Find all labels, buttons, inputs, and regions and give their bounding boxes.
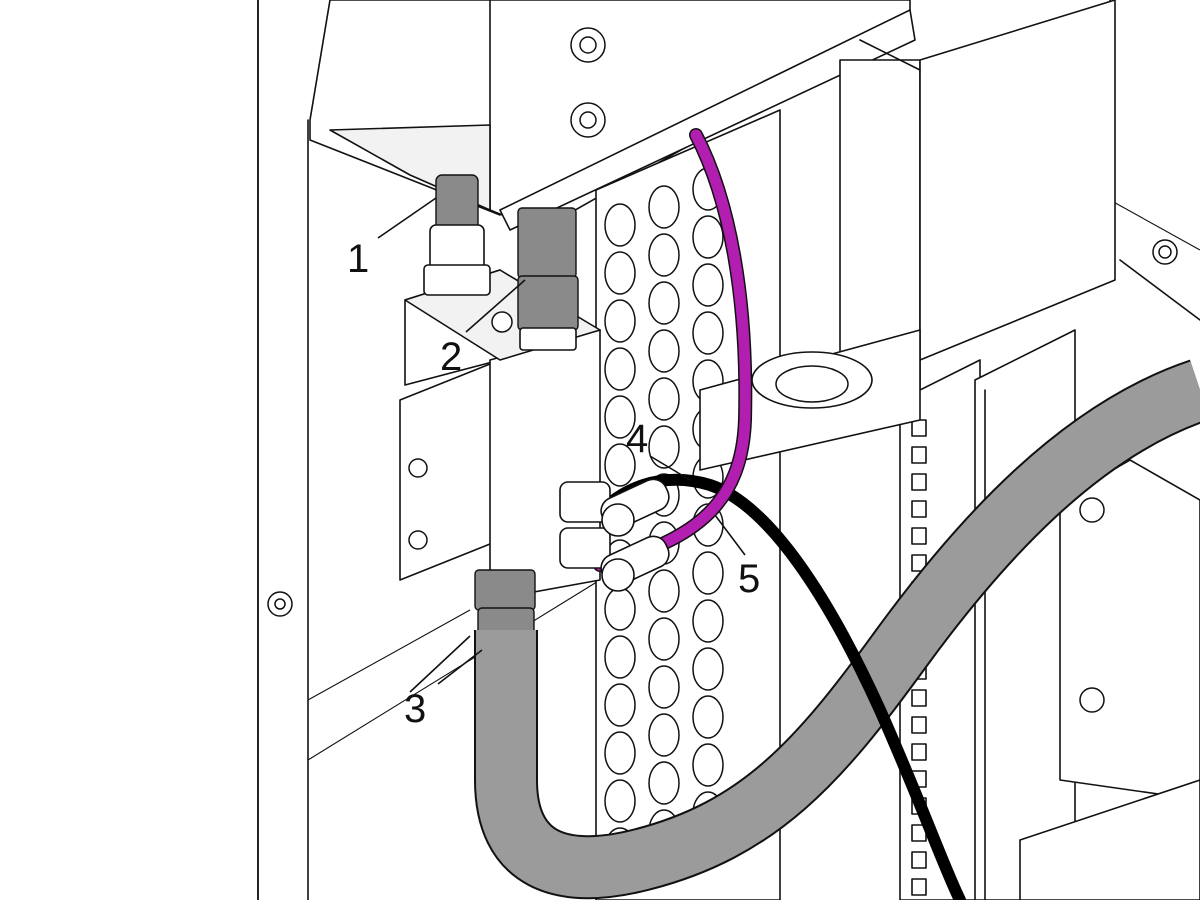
perforation-hole	[604, 443, 636, 487]
perforation-hole	[604, 251, 636, 295]
rail-slot	[911, 500, 927, 518]
perforation-hole	[692, 311, 724, 355]
perforation-hole	[604, 299, 636, 343]
ring-spacer	[699, 329, 921, 471]
callout-leaders	[377, 197, 746, 693]
perforation-hole	[692, 695, 724, 739]
perforation-hole	[604, 731, 636, 775]
perforation-hole	[648, 425, 680, 469]
leader-3	[409, 635, 471, 693]
callout-2: 2	[440, 335, 462, 379]
callout-1: 1	[347, 237, 369, 281]
perforation-hole	[648, 617, 680, 661]
fitting-1	[423, 174, 491, 296]
callout-3: 3	[404, 687, 426, 731]
leader-1	[377, 197, 437, 239]
perforation-hole	[692, 263, 724, 307]
purple-tube	[593, 128, 753, 572]
rail-slot	[911, 446, 927, 464]
perforation-hole	[604, 587, 636, 631]
perforation-hole	[604, 779, 636, 823]
callout-4: 4	[626, 417, 648, 461]
fitting-2	[517, 207, 579, 351]
perforation-hole	[692, 551, 724, 595]
perforation-hole	[604, 347, 636, 391]
perforation-hole	[648, 185, 680, 229]
perforation-hole	[604, 395, 636, 439]
perforation-hole	[692, 647, 724, 691]
perforation-hole	[648, 377, 680, 421]
right-panels	[839, 0, 1116, 900]
callout-labels: 1 2 3 4 5	[347, 237, 760, 731]
leader-3b	[437, 649, 483, 685]
perforation-hole	[648, 761, 680, 805]
perforation-hole	[648, 665, 680, 709]
rail-slot	[911, 419, 927, 437]
perforation-hole	[648, 713, 680, 757]
perforation-hole	[648, 569, 680, 613]
fitting-3	[474, 569, 536, 639]
leader-5	[714, 514, 746, 556]
leader-4	[649, 455, 691, 481]
rail-slot	[911, 554, 927, 572]
perforation-hole	[692, 215, 724, 259]
rail-slot	[911, 851, 927, 869]
rail-slot	[911, 527, 927, 545]
perforation-hole	[648, 329, 680, 373]
perforation-hole	[648, 281, 680, 325]
rail-slot	[911, 716, 927, 734]
perforation-hole	[692, 599, 724, 643]
rail-slot	[911, 473, 927, 491]
perforation-hole	[604, 635, 636, 679]
rail-slot	[911, 689, 927, 707]
leader-2	[465, 279, 526, 333]
rail-slot	[911, 743, 927, 761]
elbow-fittings	[559, 478, 670, 592]
perforation-hole	[604, 203, 636, 247]
perforation-hole	[604, 683, 636, 727]
perforation-hole	[648, 233, 680, 277]
grey-hose	[474, 359, 1200, 900]
callout-5: 5	[738, 557, 760, 601]
rail-slot	[911, 878, 927, 896]
perforation-hole	[692, 743, 724, 787]
